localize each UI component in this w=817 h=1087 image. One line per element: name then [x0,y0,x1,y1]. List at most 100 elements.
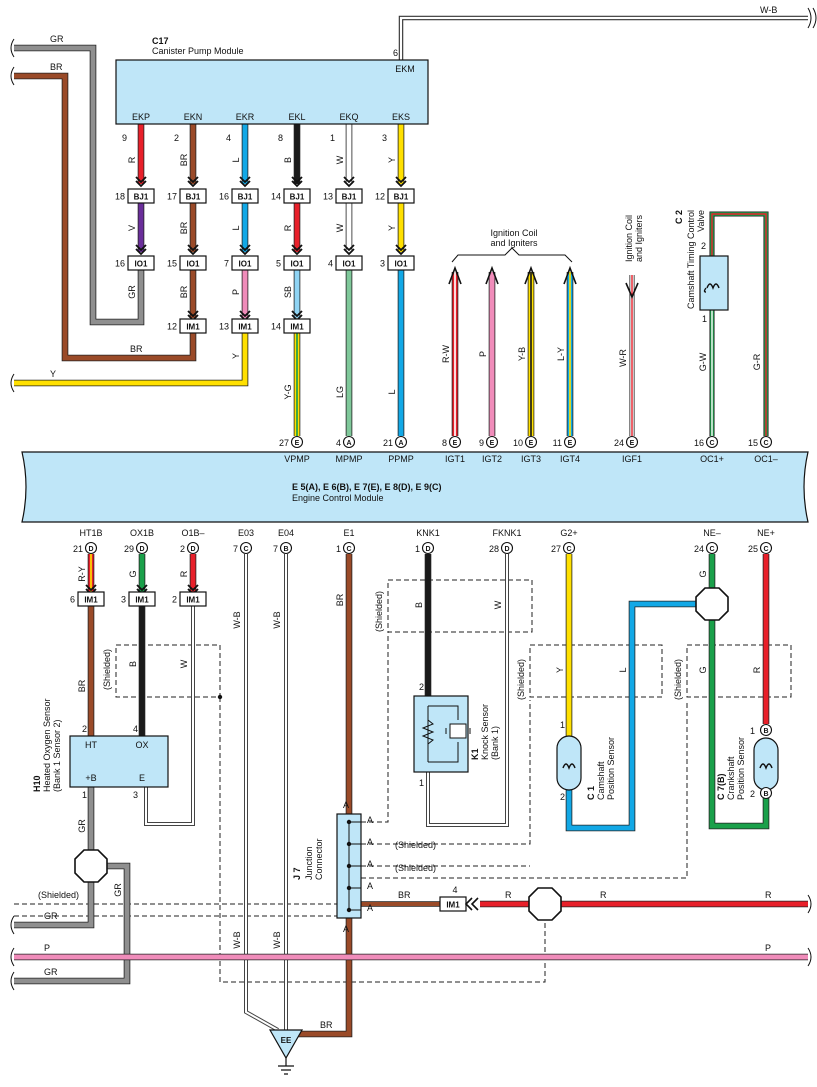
wire-label: R [179,570,189,577]
ecm-pin: 28 [489,544,499,554]
ecm-terminal-o1b–: D [186,541,200,555]
connector-box [387,255,415,271]
crystal-icon [449,723,467,739]
chevron-line [85,584,97,592]
junction-dot [346,819,352,825]
c17-terminal-ekr: EKR [236,112,255,122]
wire-label: G [128,570,138,577]
terminal-letter: C [566,546,571,553]
wire-label: P [478,351,488,357]
ecm-terminal-oc1+: C [705,435,719,449]
junction-dot [346,863,352,869]
connector-box [387,188,415,204]
ground-label: EE [281,1036,292,1045]
wire-label: P [231,289,241,295]
wire-label-r: R [505,890,512,900]
c2-code: C 2 [674,210,684,224]
wire-label: R [283,224,293,231]
chevron-line [291,180,303,188]
ecm-pin: 27 [551,544,561,554]
connector-chevron-icon [187,244,199,256]
c7-pin: 2 [750,789,755,799]
connector-name: IO1 [343,260,356,269]
wire-body [14,333,248,386]
junction-dot [346,907,352,913]
connector-name: IO1 [239,260,252,269]
ecm-terminal-oc1–: C [759,435,773,449]
wire-gr-top [14,44,145,326]
terminal-circle [500,541,514,555]
c17-pin: 8 [278,133,283,143]
terminal-letter: C [709,440,714,447]
chevron-line [343,244,355,252]
terminal-letter: E [630,440,635,447]
connector-name: IM1 [186,596,200,605]
ecm-terminal-igt1: E [448,435,462,449]
ecm-terminal-ox1b: D [135,541,149,555]
shield-line-crank [361,700,688,879]
wire-label-gr-io1: GR [127,285,137,299]
ecm-pin: 29 [124,544,134,554]
chevron-line [187,584,199,592]
ecm-terminal-fknk1: D [500,541,514,555]
ecm-pin: 4 [336,438,341,448]
ecm-terminal-ht1b: D [84,541,98,555]
coil-icon [562,763,576,770]
terminal-circle [239,541,253,555]
h10-title: Heated Oxygen Sensor [42,698,52,792]
wire-label: W-B [232,611,242,628]
connector-box [283,318,311,334]
connector-name: IM1 [135,596,149,605]
connector-chevron-icon [135,244,147,256]
chevron-line [343,176,355,184]
junction-dot [346,885,352,891]
wire-br-ground [290,918,353,1038]
j7-pin: A [367,903,373,913]
chevron-line [291,248,303,256]
connector-pin: 7 [224,259,229,269]
c17-terminal-ekn: EKN [184,112,203,122]
connector-name: IO1 [135,260,148,269]
ecm-pin: 7 [273,544,278,554]
connector-pin: 15 [167,259,177,269]
ecm-terminal-mpmp: A [342,435,356,449]
connector-box [283,188,311,204]
terminal-letter: A [346,440,351,447]
connector-box [335,188,363,204]
ecm-terminal-vpmp: E [290,435,304,449]
ecm-pin: 21 [73,544,83,554]
wire-label: W [179,659,189,668]
c2-valve-box [699,255,729,311]
crystal-plate [445,728,471,734]
h10-terminal: OX [135,740,148,750]
k1-pin: 2 [419,682,424,692]
wire-label: Y [387,157,397,163]
ecm-terminal-name: IGT2 [482,454,502,464]
im1-connector: IM1 3 [121,591,156,607]
coil-icon [703,283,720,293]
j7-code: J 7 [292,867,302,880]
wire-label: V [127,225,137,231]
c2-title: Camshaft Timing Control [686,210,696,309]
terminal-letter: B [763,791,768,798]
connector-box [179,591,207,607]
c7-terminal: B [759,723,773,737]
h10-pin: 3 [133,790,138,800]
ecm-pin: 15 [748,438,758,448]
shielded-label-bottom: (Shielded) [38,890,79,900]
ecm-terminal-ne–: C [705,541,719,555]
c17-ekm-pin: 6 [393,48,398,58]
ecm-terminal-knk1: D [421,541,435,555]
connector-chevron-icon [395,176,407,188]
ecm-terminal-name: G2+ [560,528,577,538]
c17-terminal-ekl: EKL [288,112,305,122]
wire-label: W-B [272,931,282,948]
ecm-pin: 8 [442,438,447,448]
ecm-module-box [21,451,809,523]
connector-pin: 3 [121,595,126,605]
